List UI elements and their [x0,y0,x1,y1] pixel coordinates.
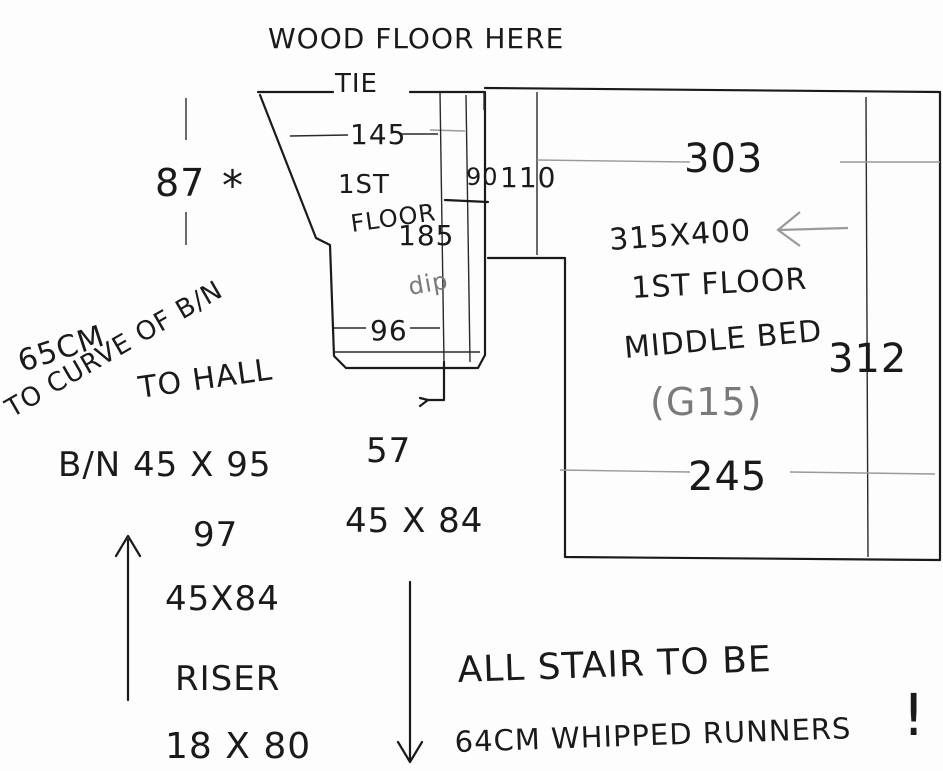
label-footer-1: ALL STAIR TO BE [457,639,772,691]
stair-outline [256,90,490,408]
label-57: 57 [366,431,411,471]
label-room-level: 1ST FLOOR [631,262,809,306]
label-87: 87 [155,161,205,205]
label-room-size: 315X400 [608,213,752,258]
label-312: 312 [828,336,907,382]
label-to-hall: TO HALL [135,352,275,406]
label-90: 90 [466,163,499,191]
down-arrow [396,580,424,764]
label-185: 185 [398,219,454,252]
label-45x84-left: 45X84 [165,579,280,619]
room-outline [429,86,942,562]
label-45x84-right: 45 X 84 [345,501,483,541]
label-riser: RISER [175,659,280,699]
label-wood-floor: WOOD FLOOR HERE [268,22,564,55]
label-1st: 1ST [338,170,390,200]
label-room-name: MIDDLE BED [623,314,824,366]
label-footer-2: 64CM WHIPPED RUNNERS [454,711,852,759]
label-110: 110 [500,161,556,194]
label-asterisk: * [222,161,244,210]
label-tie: TIE [334,69,378,99]
label-303: 303 [684,136,763,182]
label-exclaim: ! [902,681,926,749]
label-245: 245 [688,454,767,500]
label-97: 97 [193,515,238,555]
label-96: 96 [370,314,408,347]
label-bn-size: B/N 45 X 95 [58,445,271,485]
pencil-arrow-left [776,211,849,247]
label-room-code: (G15) [650,380,762,424]
label-riser-size: 18 X 80 [165,726,311,767]
label-145: 145 [350,118,406,151]
label-pencil-dip: dip [406,266,450,301]
up-arrow [114,534,142,702]
